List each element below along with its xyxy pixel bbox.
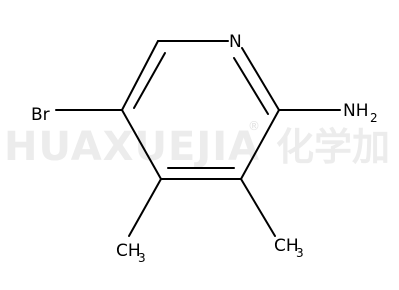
atom-labels: N NH 2 Br CH 3 CH 3 — [31, 32, 378, 265]
atom-label-n: N — [229, 32, 242, 52]
bond-c3-methyl — [240, 178, 276, 237]
atom-label-methyl-left: CH — [116, 241, 141, 261]
bond-c5-c6 — [121, 40, 159, 111]
atom-label-methyl-right: CH — [274, 236, 299, 256]
atom-subscript-methyl-left: 3 — [138, 251, 146, 265]
bond-c5-c6-inner — [133, 52, 166, 109]
bond-n1-c2 — [241, 47, 280, 111]
atom-subscript-methyl-right: 3 — [296, 246, 304, 260]
ring-bonds — [121, 40, 280, 180]
bond-n1-c2-inner — [233, 57, 269, 115]
atom-subscript-nh2: 2 — [370, 111, 378, 125]
bond-c4-methyl — [128, 178, 162, 237]
atom-label-nh: NH — [343, 101, 369, 121]
substituent-bonds — [55, 109, 341, 237]
watermark-cjk: 化学加 — [276, 125, 390, 169]
bond-c4-c5 — [121, 109, 162, 180]
atom-label-br: Br — [31, 105, 50, 125]
watermark-latin: HUAXUEJIA — [4, 124, 260, 170]
bond-c2-c3 — [240, 109, 280, 180]
watermark-registered-mark: ® — [248, 119, 260, 133]
watermark: HUAXUEJIA ® 化学加 — [4, 119, 390, 170]
